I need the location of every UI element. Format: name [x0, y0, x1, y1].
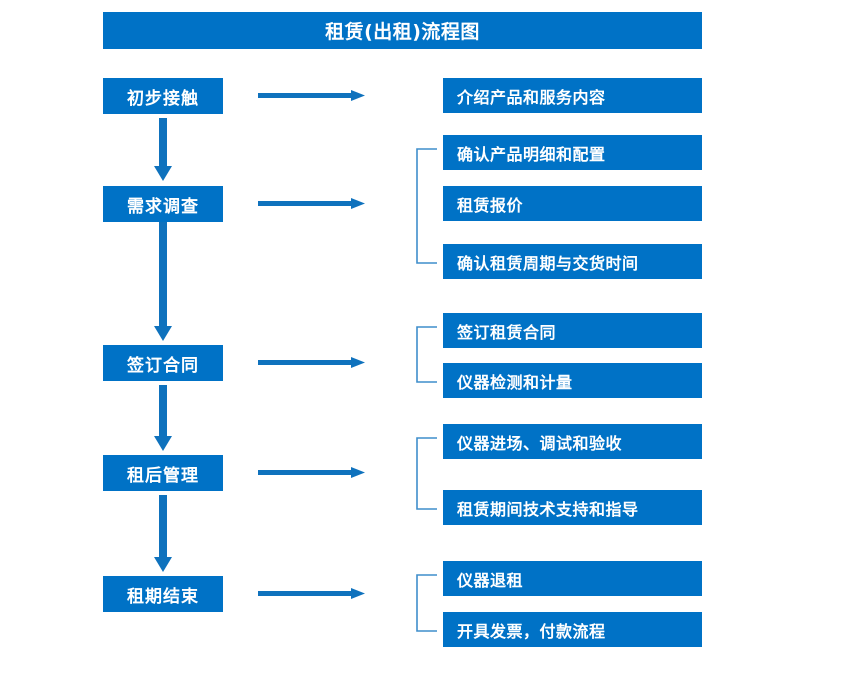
horizontal-arrow-4: [258, 465, 366, 481]
task-box-8[interactable]: 租赁期间技术支持和指导: [443, 490, 702, 525]
group-bracket-3: [415, 326, 439, 383]
group-bracket-2: [415, 148, 439, 264]
task-box-5[interactable]: 签订租赁合同: [443, 313, 702, 348]
stage-box-5[interactable]: 租期结束: [103, 576, 223, 612]
stage-box-3[interactable]: 签订合同: [103, 345, 223, 381]
task-box-3[interactable]: 租赁报价: [443, 186, 702, 221]
task-box-9[interactable]: 仪器退租: [443, 561, 702, 596]
task-box-7[interactable]: 仪器进场、调试和验收: [443, 424, 702, 459]
horizontal-arrow-5: [258, 586, 366, 602]
vertical-arrow-2: [152, 222, 174, 342]
task-box-2[interactable]: 确认产品明细和配置: [443, 135, 702, 170]
stage-box-1[interactable]: 初步接触: [103, 78, 223, 114]
horizontal-arrow-2: [258, 196, 366, 212]
vertical-arrow-1: [152, 118, 174, 182]
group-bracket-5: [415, 574, 439, 632]
task-box-6[interactable]: 仪器检测和计量: [443, 363, 702, 398]
task-box-1[interactable]: 介绍产品和服务内容: [443, 78, 702, 113]
vertical-arrow-3: [152, 385, 174, 452]
task-box-10[interactable]: 开具发票，付款流程: [443, 612, 702, 647]
horizontal-arrow-1: [258, 88, 366, 104]
stage-box-4[interactable]: 租后管理: [103, 455, 223, 491]
task-box-4[interactable]: 确认租赁周期与交货时间: [443, 244, 702, 279]
group-bracket-4: [415, 437, 439, 510]
horizontal-arrow-3: [258, 355, 366, 371]
stage-box-2[interactable]: 需求调查: [103, 186, 223, 222]
vertical-arrow-4: [152, 495, 174, 573]
diagram-title: 租赁(出租)流程图: [103, 12, 702, 49]
